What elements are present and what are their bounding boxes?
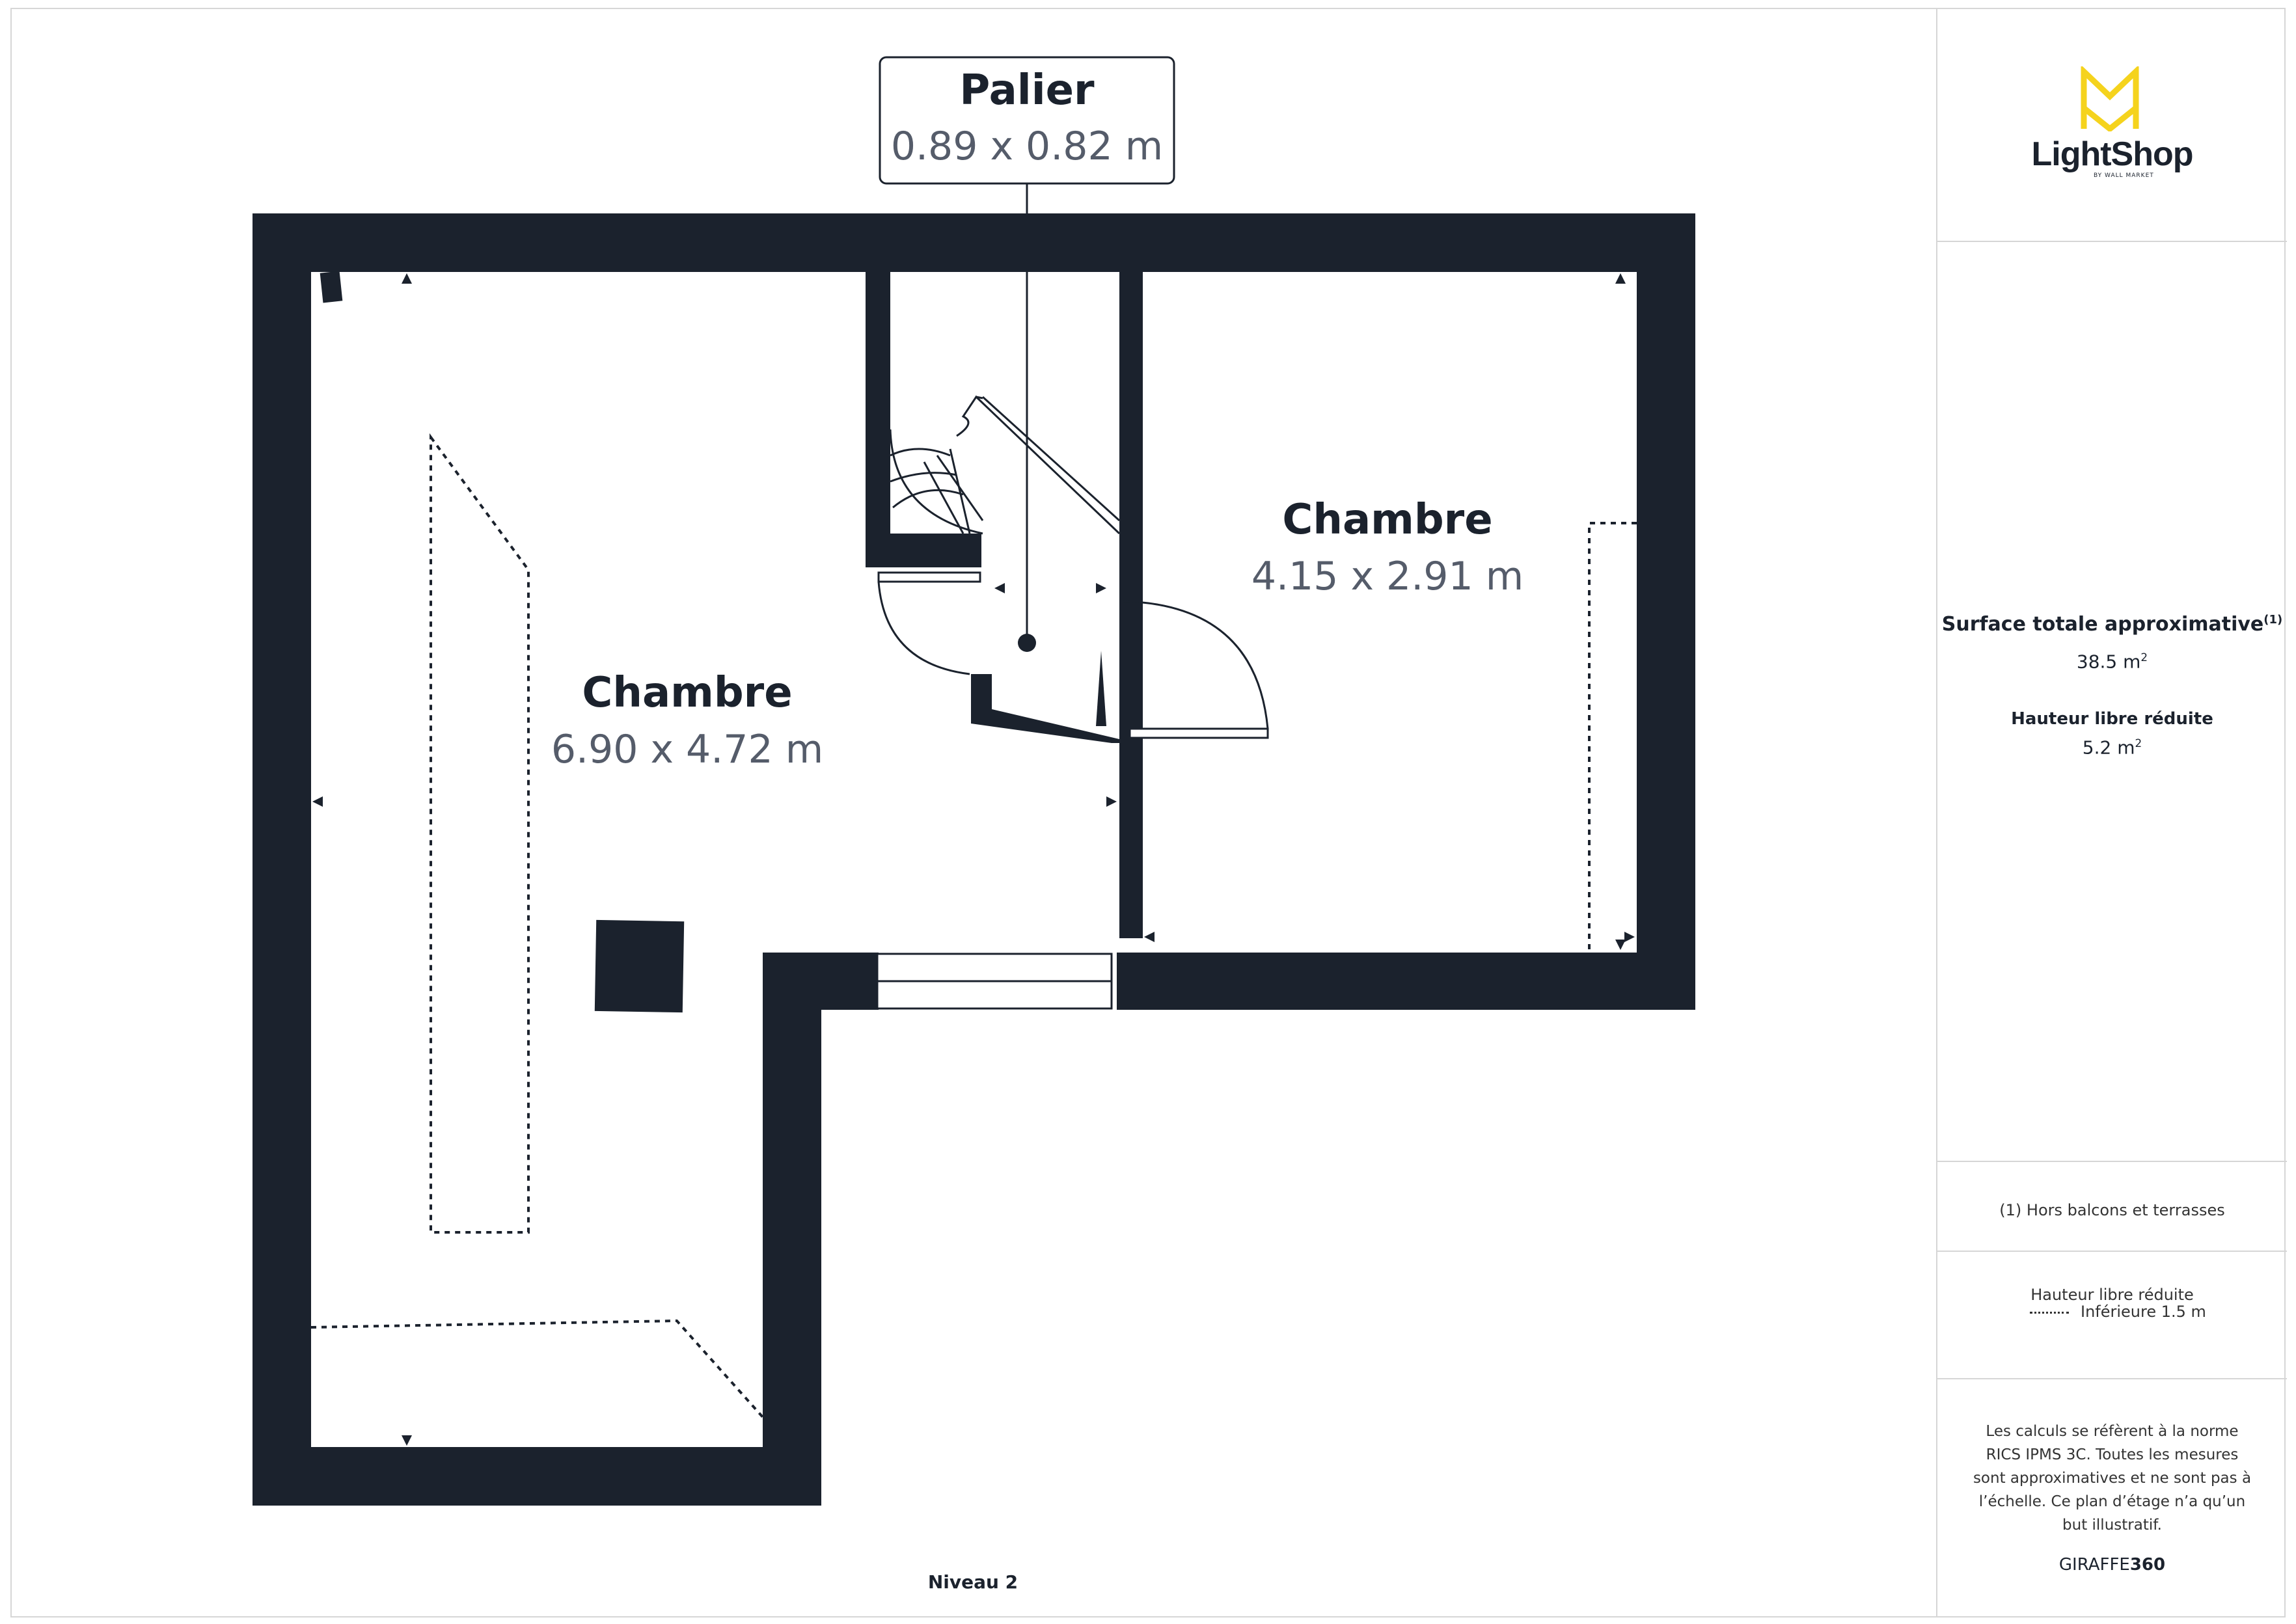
- brand-name: LightShop: [2031, 135, 2193, 173]
- room-name-chambre-left: Chambre: [582, 669, 792, 717]
- legend: Hauteur libre réduite Inférieure 1.5 m: [1937, 1251, 2287, 1378]
- brand-subtitle: BY WALL MARKET: [2094, 172, 2154, 179]
- disclaimer-section: Les calculs se réfèrent à la norme RICS …: [1937, 1378, 2287, 1617]
- hauteur-value-text: 5.2 m: [2082, 737, 2135, 759]
- hauteur-unit-sup: 2: [2135, 737, 2142, 750]
- surface-note-mark: (1): [2263, 613, 2283, 627]
- spiral-staircase: [889, 395, 1121, 535]
- walls: [253, 213, 1695, 1506]
- legend-dotted-line: [2030, 1312, 2069, 1314]
- palier-marker: [1018, 634, 1036, 652]
- surface-summary: Surface totale approximative(1) 38.5 m2 …: [1937, 241, 2287, 1161]
- door-chambre-right: [1123, 600, 1269, 739]
- room-dim-palier: 0.89 x 0.82 m: [891, 124, 1163, 169]
- legend-title: Hauteur libre réduite: [2030, 1286, 2194, 1304]
- reduced-height-zones: [310, 433, 1637, 1418]
- hauteur-value: 5.2 m2: [1937, 737, 2287, 758]
- room-name-chambre-right: Chambre: [1282, 496, 1492, 544]
- surface-unit-sup: 2: [2140, 651, 2148, 664]
- wall-stub: [320, 271, 343, 303]
- surface-label: Surface totale approximative(1): [1937, 613, 2287, 636]
- footnote: (1) Hors balcons et terrasses: [1937, 1161, 2287, 1251]
- surface-label-text: Surface totale approximative: [1941, 613, 2264, 636]
- disclaimer-text: Les calculs se réfèrent à la norme RICS …: [1973, 1423, 2252, 1534]
- footnote-text: (1) Hors balcons et terrasses: [1999, 1201, 2225, 1219]
- page-frame: [10, 8, 2286, 1617]
- lightshop-logo-icon: [2081, 66, 2139, 131]
- palier-label-box: [879, 56, 1175, 185]
- room-dim-chambre-right: 4.15 x 2.91 m: [1251, 554, 1524, 599]
- pillar: [594, 919, 685, 1013]
- brand-logo: LightShop BY WALL MARKET: [1937, 8, 2287, 241]
- legend-item: Inférieure 1.5 m: [2081, 1303, 2206, 1321]
- floor-plan: Palier 0.89 x 0.82 m Chambre 4.15 x 2.91…: [253, 56, 1695, 1506]
- level-label: Niveau 2: [927, 1571, 1018, 1593]
- credit: GIRAFFE360: [1937, 1555, 2287, 1575]
- surface-value-text: 38.5 m: [2076, 651, 2141, 673]
- credit-light: GIRAFFE: [2058, 1555, 2130, 1575]
- surface-value: 38.5 m2: [1937, 651, 2287, 672]
- dimension-arrows: [312, 273, 1635, 1446]
- door-palier-left: [877, 571, 981, 675]
- hauteur-label: Hauteur libre réduite: [2011, 709, 2213, 729]
- sidebar: LightShop BY WALL MARKET Surface totale …: [1936, 8, 2287, 1617]
- credit-bold: 360: [2129, 1555, 2166, 1575]
- room-name-palier: Palier: [959, 66, 1095, 115]
- window: [876, 953, 1113, 1010]
- room-dim-chambre-left: 6.90 x 4.72 m: [551, 727, 823, 772]
